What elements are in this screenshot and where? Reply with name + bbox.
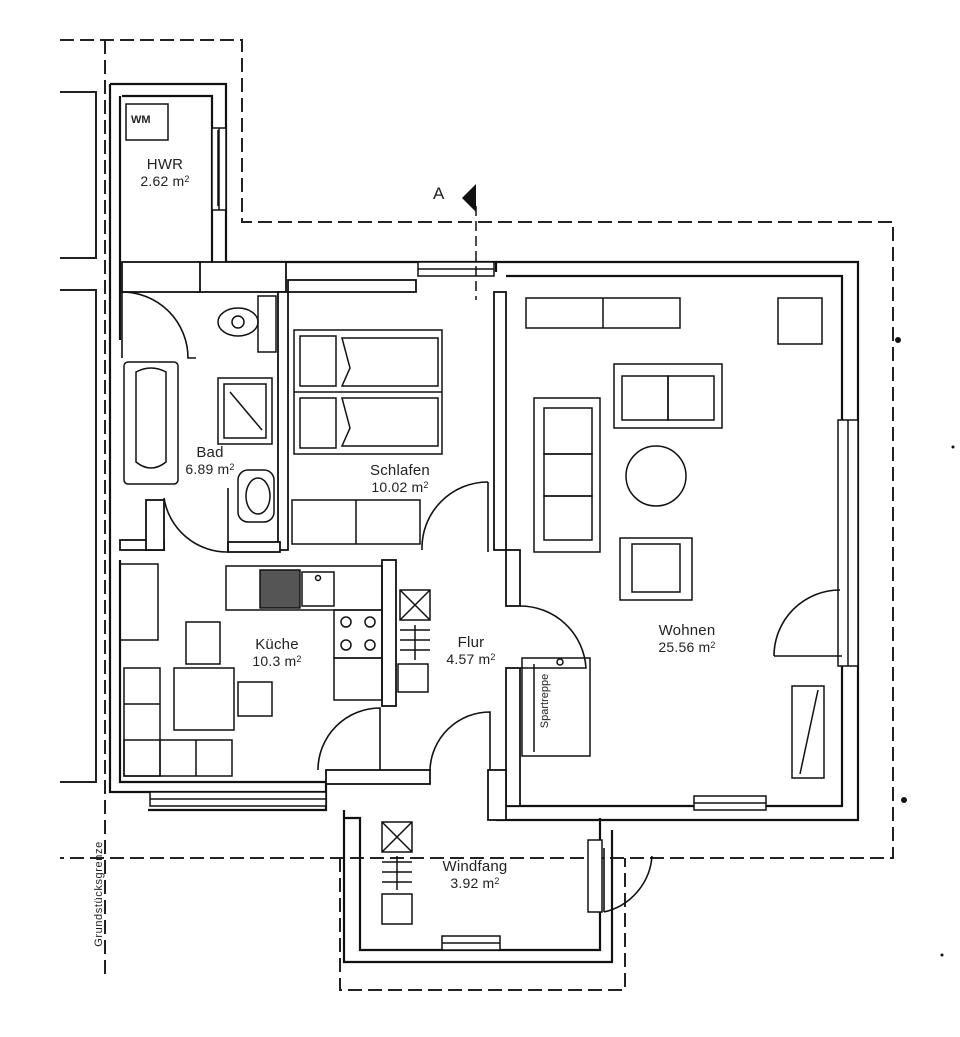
washing-machine <box>125 103 169 141</box>
sofa <box>533 397 601 553</box>
washbasin <box>237 469 275 523</box>
washing-machine-label: WM <box>131 114 151 126</box>
room-name: Bad <box>196 444 224 461</box>
room-area: 10.3 m2 <box>252 653 302 669</box>
room-area: 2.62 m2 <box>140 173 190 189</box>
section-marker-arrow <box>462 184 477 300</box>
room-area: 10.02 m2 <box>371 479 429 495</box>
room-name: Küche <box>255 636 299 653</box>
room-name: Wohnen <box>658 622 716 639</box>
boundary-label: Grundstücksgrenze <box>93 841 105 947</box>
bathtub <box>123 361 179 485</box>
exterior-walls <box>108 82 860 964</box>
interior-walls <box>119 261 521 821</box>
room-label-flur: Flur 4.57 m2 <box>428 634 514 668</box>
round-table <box>625 445 687 507</box>
doors <box>121 291 842 913</box>
neighbour-walls <box>60 91 97 783</box>
armchair <box>619 537 693 601</box>
windows <box>149 127 859 951</box>
shower-tray <box>217 377 273 445</box>
hall-furniture <box>381 589 431 925</box>
corner-bench <box>123 667 161 777</box>
bedroom-furniture <box>291 329 443 545</box>
room-label-schlafen: Schlafen 10.02 m2 <box>345 462 455 496</box>
room-label-kueche: Küche 10.3 m2 <box>232 636 322 670</box>
kitchen-counter <box>225 565 383 611</box>
loveseat <box>613 363 723 429</box>
room-name: HWR <box>146 156 184 173</box>
dashed-outlines <box>60 39 894 991</box>
toilet <box>257 295 277 353</box>
room-area: 25.56 m2 <box>658 639 716 655</box>
kitchen-cabinet <box>119 563 159 641</box>
room-area: 6.89 m2 <box>185 461 235 477</box>
room-label-hwr: HWR 2.62 m2 <box>120 156 210 190</box>
hwr-fixtures <box>125 103 219 206</box>
room-name: Schlafen <box>370 462 430 479</box>
piano <box>791 685 825 779</box>
room-area: 4.57 m2 <box>446 651 496 667</box>
edge-marks <box>895 337 955 957</box>
room-name: Flur <box>457 634 485 651</box>
room-label-wohnen: Wohnen 25.56 m2 <box>632 622 742 656</box>
living-furniture <box>521 297 825 779</box>
room-area: 3.92 m2 <box>450 875 500 891</box>
dining-table <box>173 667 235 731</box>
bathroom-fixtures <box>123 295 277 523</box>
staircase <box>521 657 591 757</box>
kitchen-furniture <box>119 563 383 777</box>
room-name: Windfang <box>442 858 508 875</box>
room-label-windfang: Windfang 3.92 m2 <box>420 858 530 892</box>
stair-label: Spartreppe <box>539 673 551 729</box>
room-label-bad: Bad 6.89 m2 <box>170 444 250 478</box>
section-marker-label: A <box>433 184 445 203</box>
